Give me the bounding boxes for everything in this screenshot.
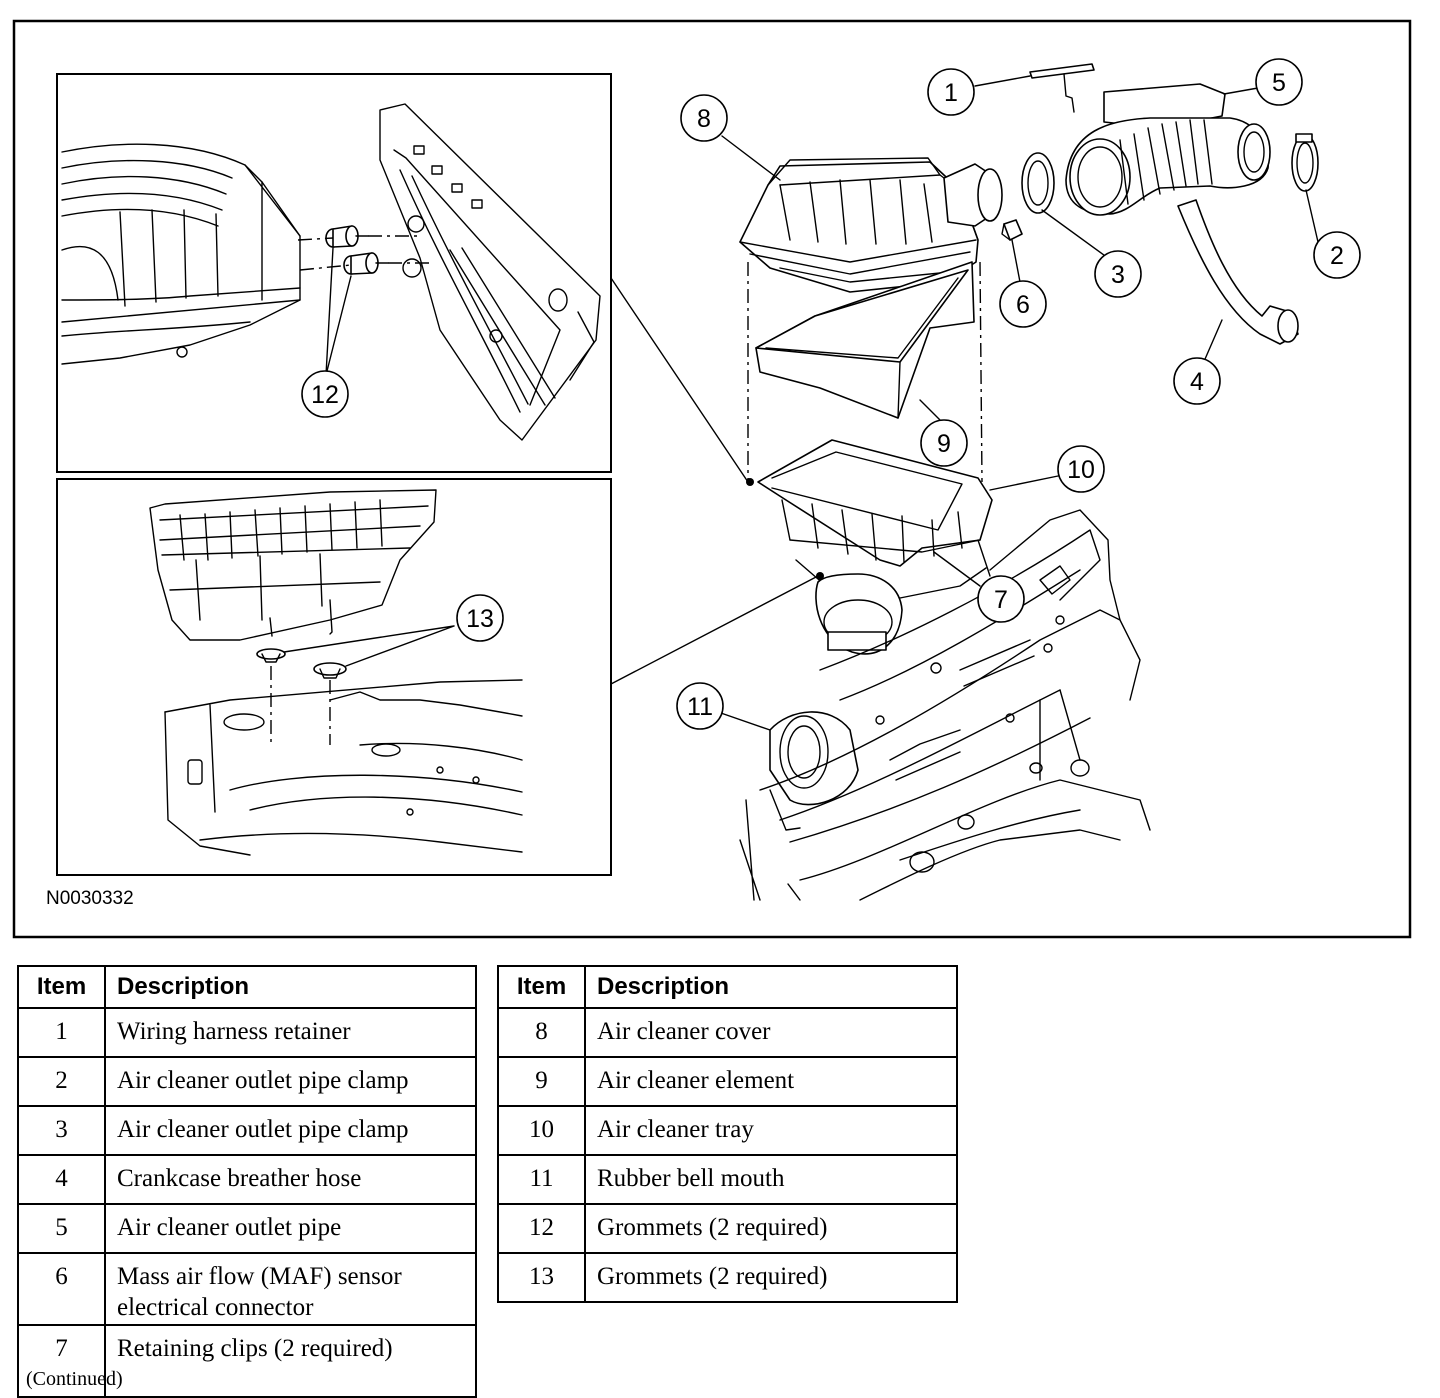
item-number: 13 — [497, 1252, 586, 1303]
item-description: Air cleaner cover — [584, 1007, 958, 1058]
table-row: 13 Grommets (2 required) — [497, 1252, 958, 1303]
callout-10: 10 — [1057, 445, 1105, 493]
item-number: 10 — [497, 1105, 586, 1156]
item-description: Wiring harness retainer — [104, 1007, 477, 1058]
item-description: Air cleaner outlet pipe — [104, 1203, 477, 1254]
callout-label: 2 — [1330, 242, 1344, 270]
callout-1: 1 — [927, 68, 975, 116]
parts-table-right: Item Description 8 Air cleaner cover 9 A… — [497, 965, 958, 1303]
callout-3: 3 — [1094, 250, 1142, 298]
callout-7: 7 — [977, 575, 1025, 623]
table-row: 11 Rubber bell mouth — [497, 1154, 958, 1205]
item-description: Retaining clips (2 required) — [104, 1324, 477, 1398]
callout-12: 12 — [301, 370, 349, 418]
callout-label: 7 — [994, 586, 1008, 614]
parts-table-left: Item Description 1 Wiring harness retain… — [17, 965, 477, 1398]
exploded-view-diagram: 1 2 3 4 5 6 7 8 9 10 11 12 13 N0030332 — [12, 19, 1412, 939]
item-number: 5 — [17, 1203, 106, 1254]
callout-2: 2 — [1313, 231, 1361, 279]
item-number: 8 — [497, 1007, 586, 1058]
callout-label: 6 — [1016, 291, 1030, 319]
table-header-row: Item Description — [17, 965, 477, 1009]
item-number: 3 — [17, 1105, 106, 1156]
item-description: Grommets (2 required) — [584, 1203, 958, 1254]
main-exploded-drawing — [610, 63, 1319, 901]
item-number: 9 — [497, 1056, 586, 1107]
header-description: Description — [584, 965, 958, 1009]
header-item: Item — [17, 965, 106, 1009]
callout-13: 13 — [456, 594, 504, 642]
table-row: 10 Air cleaner tray — [497, 1105, 958, 1156]
callout-11: 11 — [676, 682, 724, 730]
callout-label: 8 — [697, 105, 711, 133]
callout-label: 3 — [1111, 261, 1125, 289]
inset-upper — [56, 73, 612, 473]
inset-upper-drawing — [61, 103, 601, 441]
table-row: 1 Wiring harness retainer — [17, 1007, 477, 1058]
item-description: Air cleaner outlet pipe clamp — [104, 1056, 477, 1107]
item-description: Air cleaner outlet pipe clamp — [104, 1105, 477, 1156]
callout-label: 5 — [1272, 69, 1286, 97]
callout-label: 12 — [311, 381, 339, 409]
item-description: Air cleaner element — [584, 1056, 958, 1107]
figure-frame — [12, 19, 1412, 939]
item-number: 11 — [497, 1154, 586, 1205]
item-description: Grommets (2 required) — [584, 1252, 958, 1303]
callout-label: 13 — [466, 605, 494, 633]
continued-note: (Continued) — [26, 1368, 123, 1390]
table-row: 3 Air cleaner outlet pipe clamp — [17, 1105, 477, 1156]
inset-lower — [56, 478, 612, 876]
callout-label: 4 — [1190, 368, 1204, 396]
item-number: 4 — [17, 1154, 106, 1205]
table-row: 5 Air cleaner outlet pipe — [17, 1203, 477, 1254]
item-number: 12 — [497, 1203, 586, 1254]
item-description: Air cleaner tray — [584, 1105, 958, 1156]
table-row: 8 Air cleaner cover — [497, 1007, 958, 1058]
item-description: Mass air flow (MAF) sensor electrical co… — [104, 1252, 477, 1326]
header-description: Description — [104, 965, 477, 1009]
callout-6: 6 — [999, 280, 1047, 328]
item-description: Rubber bell mouth — [584, 1154, 958, 1205]
callout-label: 9 — [937, 430, 951, 458]
table-row: 2 Air cleaner outlet pipe clamp — [17, 1056, 477, 1107]
callout-label: 1 — [944, 79, 958, 107]
callout-label: 11 — [687, 693, 713, 721]
header-item: Item — [497, 965, 586, 1009]
callout-9: 9 — [920, 419, 968, 467]
item-number: 7 — [17, 1324, 106, 1398]
table-header-row: Item Description — [497, 965, 958, 1009]
table-row: 9 Air cleaner element — [497, 1056, 958, 1107]
callout-4: 4 — [1173, 357, 1221, 405]
table-row: 6 Mass air flow (MAF) sensor electrical … — [17, 1252, 477, 1326]
item-number: 2 — [17, 1056, 106, 1107]
item-description: Crankcase breather hose — [104, 1154, 477, 1205]
item-number: 6 — [17, 1252, 106, 1326]
table-row: 12 Grommets (2 required) — [497, 1203, 958, 1254]
table-row: 4 Crankcase breather hose — [17, 1154, 477, 1205]
item-number: 1 — [17, 1007, 106, 1058]
callout-5: 5 — [1255, 58, 1303, 106]
figure-id: N0030332 — [46, 888, 134, 909]
callout-8: 8 — [680, 94, 728, 142]
callout-label: 10 — [1067, 456, 1095, 484]
inset-lower-drawing — [149, 489, 523, 856]
table-row: 7 Retaining clips (2 required) — [17, 1324, 477, 1398]
